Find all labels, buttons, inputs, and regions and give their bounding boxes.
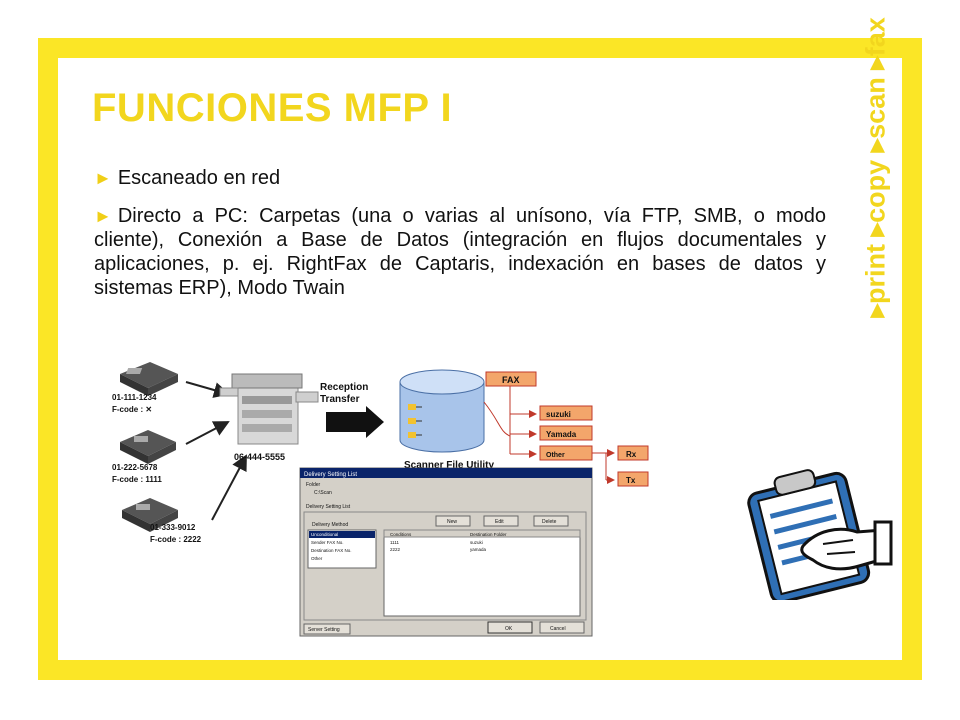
dialog-new-label: New <box>447 519 457 525</box>
dialog-ok-label: OK <box>505 626 513 632</box>
tree-child2-box <box>539 425 593 441</box>
reception-label: Reception <box>320 382 368 393</box>
dialog-folder-label: Folder <box>306 482 321 488</box>
fax1-number: 01-111-1234 <box>112 393 157 402</box>
dialog-col-conditions: Conditions <box>390 532 412 537</box>
tree-child1-box <box>539 405 593 421</box>
tree-leaf2: Tx <box>626 476 636 485</box>
dialog-title: Delivery Setting List <box>304 472 357 478</box>
dialog-cancel-button[interactable] <box>539 621 585 634</box>
tree-leaf2-box <box>617 471 649 487</box>
fax-machine-2-icon <box>120 430 176 464</box>
tree-leaf1-box <box>617 445 649 461</box>
fax1-code: F-code : ✕ <box>112 405 152 414</box>
tree-child1: suzuki <box>546 410 571 419</box>
dialog-row-1-c1[interactable]: 1111 <box>390 540 400 545</box>
tree-root-box <box>485 371 537 387</box>
dialog-settings-table <box>383 529 581 617</box>
dialog-method-label: Delivery Method <box>312 522 348 528</box>
database-cylinder-icon <box>399 369 485 453</box>
fax-machine-1-icon <box>120 362 178 396</box>
dialog-row-2-c1[interactable]: 2222 <box>390 547 401 552</box>
dialog-method-item-3[interactable]: Destination FAX No. <box>311 548 352 553</box>
utility-label: Scanner File Utility <box>404 460 494 471</box>
transfer-label: Transfer <box>320 394 360 405</box>
dialog-col-destination: Destination Folder <box>470 532 507 537</box>
dialog-method-item-1[interactable]: Unconditional <box>311 532 338 537</box>
dialog-cancel-label: Cancel <box>550 626 566 632</box>
dialog-delete-label: Delete <box>542 519 557 525</box>
bullet-2-text: Directo a PC: Carpetas (una o varias al … <box>94 205 826 299</box>
bullet-1: ►Escaneado en red <box>94 166 826 190</box>
dialog-method-item-4[interactable]: Other <box>311 556 323 561</box>
bullet-arrow-icon: ► <box>94 168 112 188</box>
dialog-edit-label: Edit <box>495 519 504 525</box>
tree-child3: Other <box>546 452 565 459</box>
delivery-setting-dialog: Delivery Setting List Folder C:\Scan Del… <box>299 467 593 637</box>
tree-child2: Yamada <box>546 430 577 439</box>
mfp-number: 06-444-5555 <box>234 452 285 462</box>
fax-machine-3-icon <box>122 498 178 532</box>
fax3-number: 01-333-9012 <box>150 523 196 532</box>
mfp-printer-icon <box>219 373 319 445</box>
dialog-new-button[interactable] <box>435 515 471 527</box>
dialog-row-1-c2[interactable]: suzuki <box>470 540 483 545</box>
bullet-1-text: Escaneado en red <box>117 167 281 189</box>
slide-title: FUNCIONES MFP I <box>92 86 453 130</box>
fax2-code: F-code : 1111 <box>112 475 162 484</box>
side-banner: ▸print ▸copy ▸scan ▸fax <box>856 17 896 332</box>
bullet-2: ►Directo a PC: Carpetas (una o varias al… <box>94 204 826 300</box>
dialog-delete-button[interactable] <box>533 515 569 527</box>
folder-tree: FAX suzuki Yamada Other Rx Tx <box>483 371 649 487</box>
dialog-folder-value: C:\Scan <box>314 490 332 496</box>
fax2-number: 01-222-5678 <box>112 463 158 472</box>
tree-root: FAX <box>502 375 520 385</box>
dialog-edit-button[interactable] <box>483 515 519 527</box>
dialog-server-button[interactable] <box>303 623 351 635</box>
transfer-arrow-icon <box>326 406 384 438</box>
dialog-group-label: Delivery Setting List <box>306 504 351 510</box>
dialog-row-2-c2[interactable]: yamada <box>470 547 487 552</box>
dialog-method-item-2[interactable]: Sender FAX No. <box>311 540 344 545</box>
bullet-arrow-icon: ► <box>94 206 112 226</box>
dialog-server-label: Server Setting <box>308 627 340 633</box>
dialog-ok-button[interactable] <box>487 621 533 634</box>
clipboard-hand-icon <box>747 469 893 600</box>
side-banner-text: ▸print ▸copy ▸scan ▸fax <box>860 17 891 318</box>
tree-leaf1: Rx <box>626 450 637 459</box>
scan-network-diagram: 01-111-1234 F-code : ✕ 01-222-5678 F-cod… <box>112 362 649 637</box>
fax3-code: F-code : 2222 <box>150 535 202 544</box>
